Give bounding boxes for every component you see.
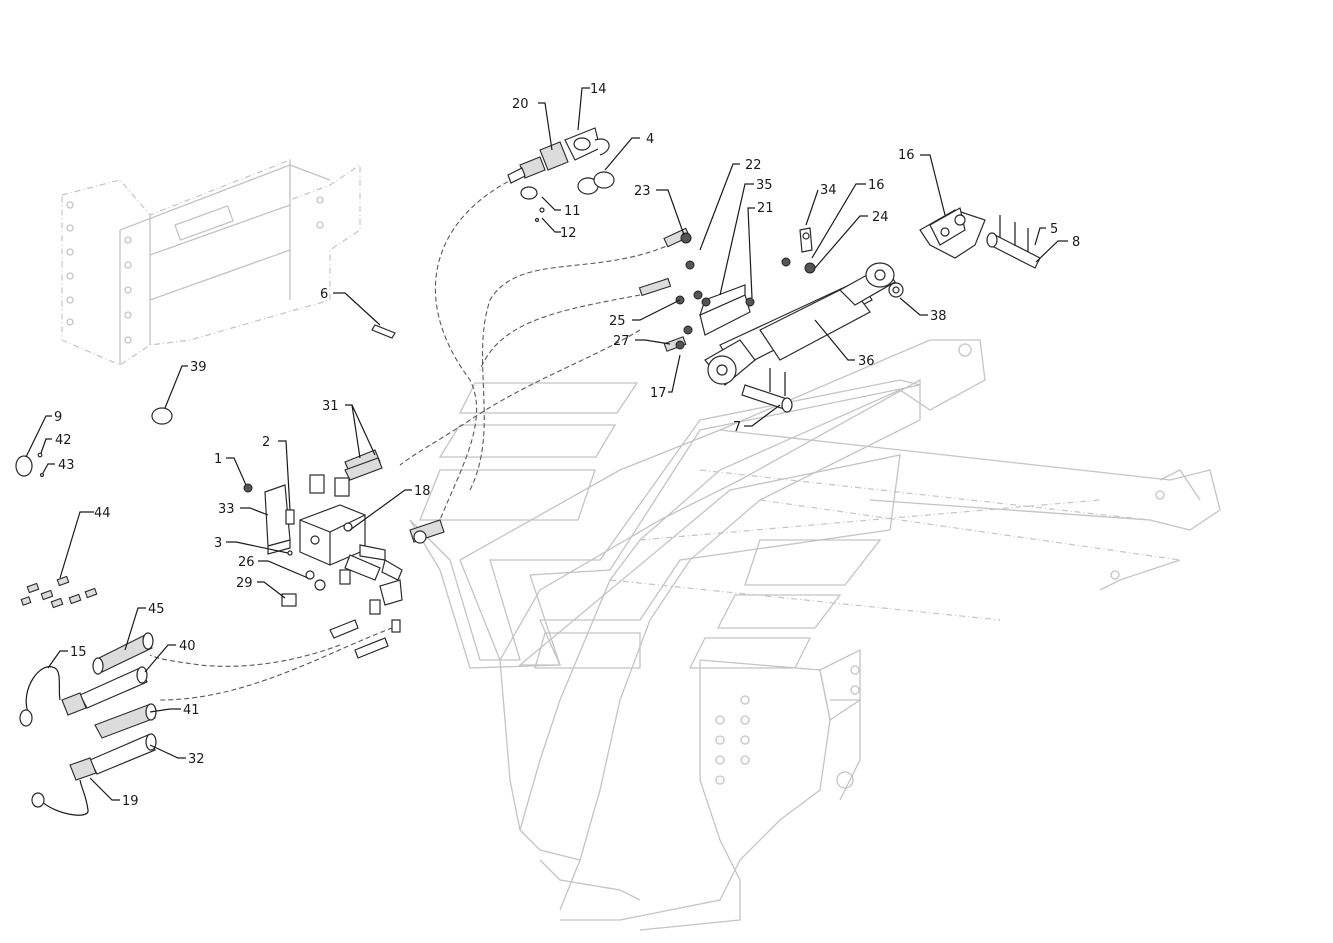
split-pin-6 [371, 324, 396, 339]
callout-33: 33 [218, 502, 235, 517]
fittings-left [243, 449, 445, 659]
valve-18 [299, 504, 366, 566]
callout-leaders [25, 87, 1068, 801]
callout-35: 35 [756, 178, 773, 193]
valve-block-35 [699, 284, 751, 336]
mounting-plate-holes [66, 196, 324, 344]
callout-17: 17 [650, 386, 667, 401]
callout-12: 12 [560, 226, 577, 241]
callout-41: 41 [183, 703, 200, 718]
callout-20: 20 [512, 97, 529, 112]
callout-44: 44 [94, 506, 111, 521]
o-ring-11-12 [520, 186, 545, 223]
frame-holes [715, 343, 1165, 789]
callout-18: 18 [414, 484, 431, 499]
coupler-sleeve-45 [92, 632, 154, 675]
ghosted-mounting-plate-assembly [61, 159, 361, 366]
hydraulic-hoses [149, 177, 681, 701]
callout-6: 6 [320, 287, 328, 302]
ghosted-loader-frame [409, 339, 1221, 931]
callout-43: 43 [58, 458, 75, 473]
callout-39: 39 [190, 360, 207, 375]
callout-8: 8 [1072, 235, 1080, 250]
dust-cap-19 [31, 779, 89, 816]
clip-set-44 [20, 575, 98, 609]
small-parts-42-43 [37, 452, 45, 478]
callout-29: 29 [236, 576, 253, 591]
pin-38 [888, 282, 904, 298]
callout-27: 27 [613, 334, 630, 349]
fittings-top [638, 227, 816, 352]
callout-11: 11 [564, 204, 581, 219]
callout-45: 45 [148, 602, 165, 617]
pin-8 [986, 215, 1041, 269]
coupler-40 [61, 666, 148, 716]
callout-5: 5 [1050, 222, 1058, 237]
callout-15: 15 [70, 645, 87, 660]
callout-9: 9 [54, 410, 62, 425]
callout-36: 36 [858, 354, 875, 369]
callout-2: 2 [262, 435, 270, 450]
coupler-sleeve-41 [94, 703, 157, 739]
callout-38: 38 [930, 309, 947, 324]
coupler-14 [564, 127, 610, 161]
callout-14: 14 [590, 82, 607, 97]
dust-cap-15 [19, 666, 61, 727]
callout-25: 25 [609, 314, 626, 329]
callout-24: 24 [872, 210, 889, 225]
bracket-33 [264, 484, 291, 555]
callout-16-right: 16 [898, 148, 915, 163]
callout-34: 34 [820, 183, 837, 198]
callout-40: 40 [179, 639, 196, 654]
callout-22: 22 [745, 158, 762, 173]
callout-21: 21 [757, 201, 774, 216]
callout-32: 32 [188, 752, 205, 767]
clevis-bracket-16 [919, 207, 986, 259]
quick-coupler-20 [507, 141, 569, 184]
hydraulic-cylinder [704, 262, 896, 413]
callout-23: 23 [634, 184, 651, 199]
callout-4: 4 [646, 132, 654, 147]
circlip-9 [15, 455, 33, 477]
callout-16-upper: 16 [868, 178, 885, 193]
ring-39 [151, 407, 173, 425]
callout-labels: 1 2 3 4 5 6 7 8 9 11 12 14 15 16 16 17 1… [54, 82, 1080, 809]
callout-3: 3 [214, 536, 222, 551]
callout-19: 19 [122, 794, 139, 809]
callout-26: 26 [238, 555, 255, 570]
coupler-32 [69, 733, 157, 781]
callout-7: 7 [733, 420, 741, 435]
callout-31: 31 [322, 399, 339, 414]
seal-rings-4 [577, 171, 615, 195]
callout-42: 42 [55, 433, 72, 448]
callout-1: 1 [214, 452, 222, 467]
